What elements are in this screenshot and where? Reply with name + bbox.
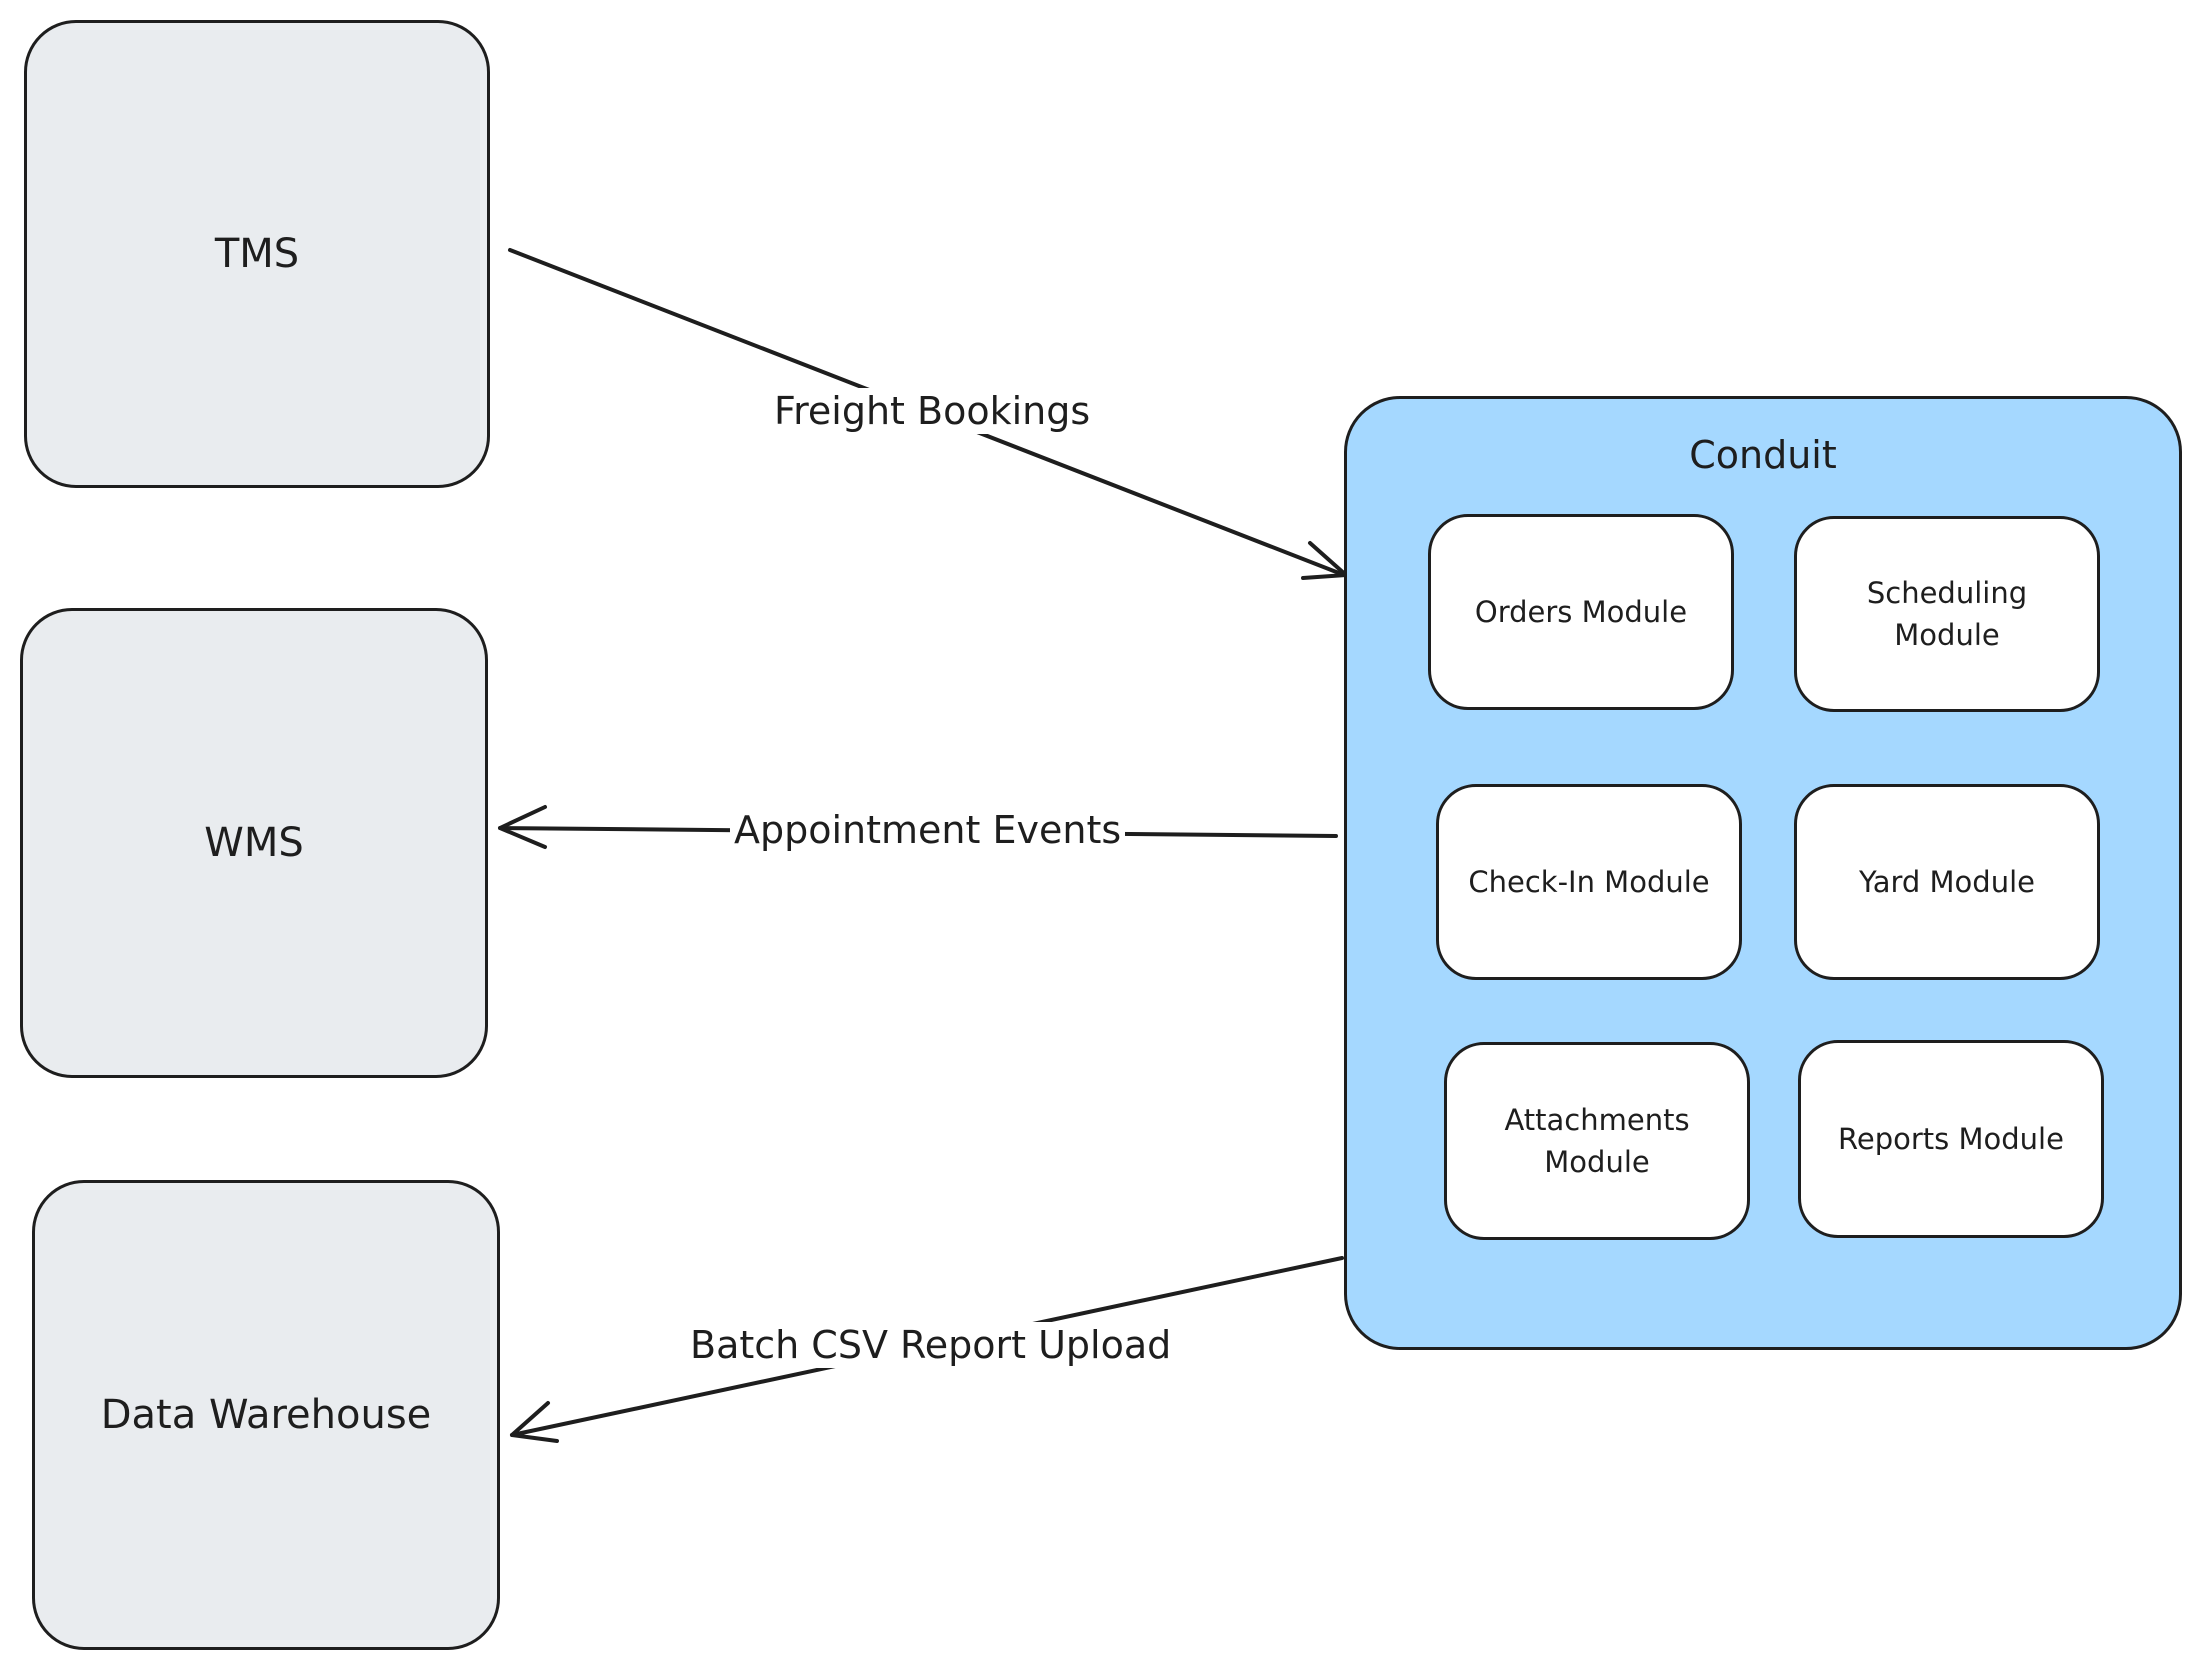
attachments-module-label: Attachments Module xyxy=(1504,1103,1690,1179)
yard-module-label: Yard Module xyxy=(1859,865,2035,899)
orders-module[interactable]: Orders Module xyxy=(1428,514,1734,710)
arrowhead-appointment-events xyxy=(498,805,547,849)
wms-box[interactable]: WMS xyxy=(20,608,488,1078)
arrowhead-batch-csv-report-upload xyxy=(510,1401,559,1443)
tms-box[interactable]: TMS xyxy=(24,20,490,488)
freight-bookings-label: Freight Bookings xyxy=(770,388,1095,434)
scheduling-module[interactable]: Scheduling Module xyxy=(1794,516,2100,712)
tms-label: TMS xyxy=(214,231,300,277)
data-warehouse-box[interactable]: Data Warehouse xyxy=(32,1180,500,1650)
conduit-title: Conduit xyxy=(1689,433,1837,477)
reports-module-label: Reports Module xyxy=(1838,1122,2064,1156)
yard-module[interactable]: Yard Module xyxy=(1794,784,2100,980)
appointment-events-label: Appointment Events xyxy=(730,807,1126,853)
data-warehouse-label: Data Warehouse xyxy=(100,1392,432,1438)
check-in-module[interactable]: Check-In Module xyxy=(1436,784,1742,980)
batch-csv-report-upload-label: Batch CSV Report Upload xyxy=(686,1322,1176,1368)
attachments-module[interactable]: Attachments Module xyxy=(1444,1042,1750,1240)
orders-module-label: Orders Module xyxy=(1474,595,1688,629)
scheduling-module-label: Scheduling Module xyxy=(1866,576,2028,652)
reports-module[interactable]: Reports Module xyxy=(1798,1040,2104,1238)
check-in-module-label: Check-In Module xyxy=(1468,865,1710,899)
wms-label: WMS xyxy=(204,820,304,866)
